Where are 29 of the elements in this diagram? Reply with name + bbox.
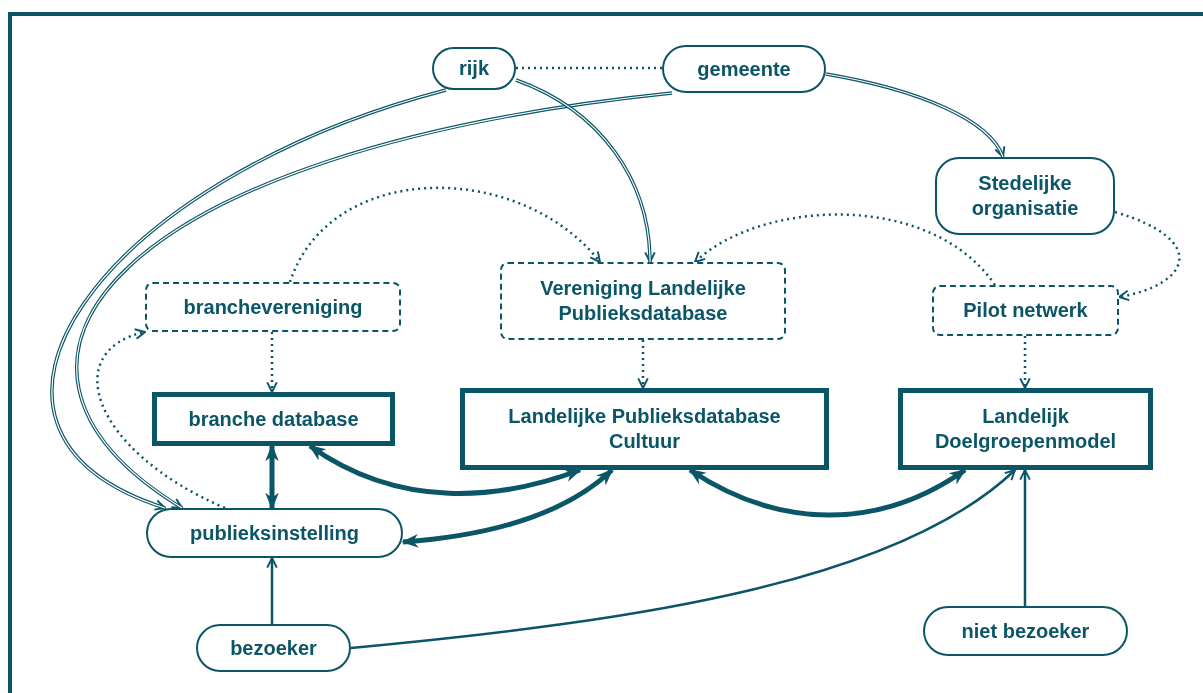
dashed-box: Vereniging Landelijke Publieksdatabase xyxy=(500,262,786,340)
dashed-box: branchevereniging xyxy=(145,282,401,332)
process-box: branche database xyxy=(152,392,395,446)
dotted-arrow xyxy=(1114,210,1181,301)
rounded-node: publieksinstelling xyxy=(146,508,403,558)
process-box: Landelijke Publieksdatabase Cultuur xyxy=(460,388,829,470)
dashed-box: Pilot netwerk xyxy=(932,285,1119,336)
dotted-arrow xyxy=(694,213,996,286)
double-line-arrow xyxy=(77,91,673,510)
double-line-arrow xyxy=(50,88,447,510)
dotted-arrow xyxy=(637,340,649,389)
dotted-arrow xyxy=(266,332,278,393)
arrow xyxy=(1019,469,1031,606)
dotted-arrow xyxy=(288,186,601,283)
process-box: Landelijk Doelgroepenmodel xyxy=(898,388,1153,470)
rounded-node: niet bezoeker xyxy=(923,606,1128,656)
arrow xyxy=(350,469,1016,650)
rounded-node: Stedelijke organisatie xyxy=(935,157,1115,235)
double-line-arrow xyxy=(825,72,1005,158)
dotted-arrow xyxy=(1019,336,1031,389)
dotted-arrow xyxy=(96,329,226,510)
double-line-arrow xyxy=(515,78,656,263)
rounded-node: rijk xyxy=(432,47,516,90)
rounded-node: bezoeker xyxy=(196,624,351,672)
thick-arrow xyxy=(401,468,614,548)
thick-arrow xyxy=(265,444,279,510)
rounded-node: gemeente xyxy=(662,45,826,93)
arrow xyxy=(266,557,278,624)
dotted-line xyxy=(516,66,662,70)
